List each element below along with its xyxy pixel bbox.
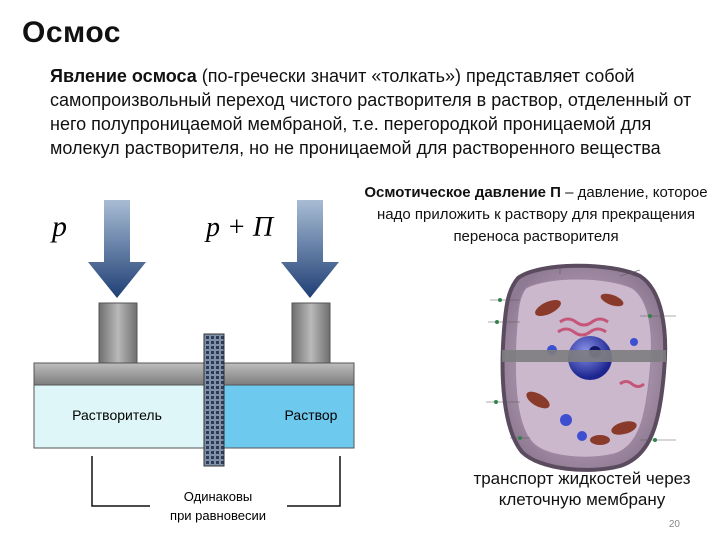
bracket-label-line1: Одинаковы: [184, 489, 252, 504]
osmotic-pressure-term: Осмотическое давление П: [364, 184, 561, 201]
solvent-label: Растворитель: [72, 407, 162, 423]
osmotic-pressure-text: – давление, которое надо приложить к рас…: [376, 184, 708, 245]
pressure-left-label: p: [50, 210, 67, 243]
right-piston-rod: [291, 302, 331, 364]
osmotic-pressure-definition: Осмотическое давление П – давление, кото…: [356, 182, 716, 248]
left-piston-rod: [98, 302, 138, 364]
left-piston-plate: [33, 362, 205, 386]
equilibrium-bracket-right: [287, 456, 341, 507]
right-pressure-arrow: [281, 200, 339, 298]
bracket-label-line2: при равновесии: [170, 508, 266, 523]
slide-title: Осмос: [22, 16, 121, 49]
equilibrium-bracket: [91, 456, 150, 507]
cell-caption: транспорт жидкостей через клеточную мемб…: [473, 469, 691, 509]
solution-compartment: [223, 384, 355, 449]
pressure-right-label: p + Π: [204, 212, 275, 243]
cell-illustration: [486, 263, 676, 472]
semipermeable-membrane: [203, 333, 225, 467]
left-pressure-arrow: [88, 200, 146, 298]
solvent-compartment: [33, 384, 205, 449]
right-piston-plate: [223, 362, 355, 386]
solution-label: Раствор: [285, 407, 338, 423]
slide-number: 20: [668, 519, 680, 530]
intro-text: (по-гречески значит «толкать») представл…: [50, 66, 692, 158]
intro-term: Явление осмоса: [50, 66, 197, 86]
intro-paragraph: Явление осмоса (по-гречески значит «толк…: [50, 64, 710, 160]
